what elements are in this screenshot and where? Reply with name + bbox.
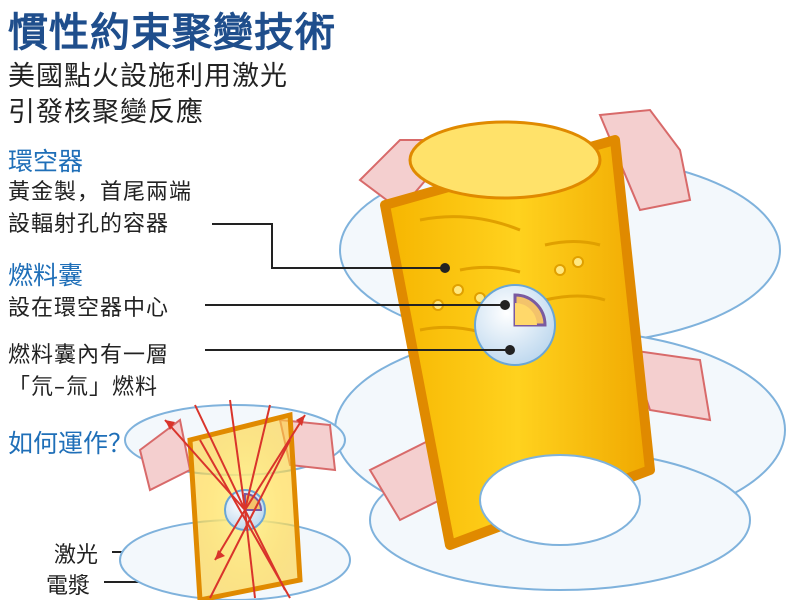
laser-beams	[164, 399, 306, 599]
capsule-fuel-layer	[515, 303, 537, 325]
main-hohlraum	[334, 108, 786, 591]
capsule-desc-line-1: 設在環空器中心	[8, 296, 170, 321]
plasma-label: 電漿	[46, 574, 91, 599]
wall-holes	[432, 256, 584, 311]
capsule-desc-line-2: 燃料囊內有一層	[8, 343, 170, 368]
flange-right-top	[598, 108, 692, 212]
small-hohlraum	[119, 399, 351, 600]
page-title: 慣性約束聚變技術	[8, 10, 336, 56]
bottom-aperture	[479, 454, 641, 546]
laser-arrowheads	[165, 415, 305, 560]
hohlraum-desc-line-2: 設輻射孔的容器	[8, 212, 170, 237]
top-aperture	[408, 120, 602, 200]
hohlraum-desc-line-1: 黃金製，首尾兩端	[8, 180, 193, 205]
capsule-heading: 燃料囊	[8, 261, 84, 290]
subtitle-line-2: 引發核聚變反應	[8, 97, 204, 128]
subtitle-line-1: 美國點火設施利用激光	[8, 61, 288, 92]
how-it-works-heading: 如何運作？	[8, 429, 134, 458]
laser-label: 激光	[54, 543, 99, 568]
hohlraum-heading: 環空器	[8, 147, 84, 176]
capsule-desc-line-3: 「氘–氚」燃料	[8, 375, 159, 400]
wall-slots	[419, 215, 606, 334]
leader-hohlraum	[212, 223, 445, 269]
